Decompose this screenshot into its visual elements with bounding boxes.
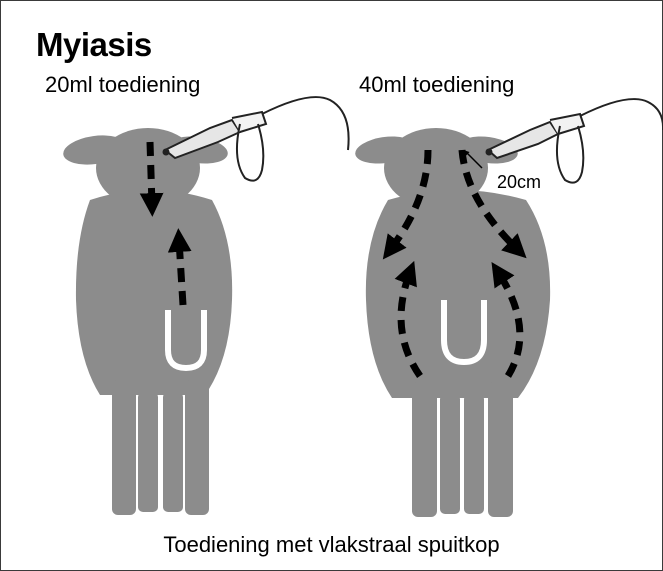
dose-label-20ml: 20ml toediening [45,72,200,98]
figure-title: Myiasis [36,26,152,64]
dose-label-40ml: 40ml toediening [359,72,514,98]
figure-caption: Toediening met vlakstraal spuitkop [0,532,663,558]
arrow-left-up [179,240,183,305]
distance-label: 20cm [497,172,541,193]
arrow-left-down [150,142,152,205]
applicator-right [487,99,663,183]
